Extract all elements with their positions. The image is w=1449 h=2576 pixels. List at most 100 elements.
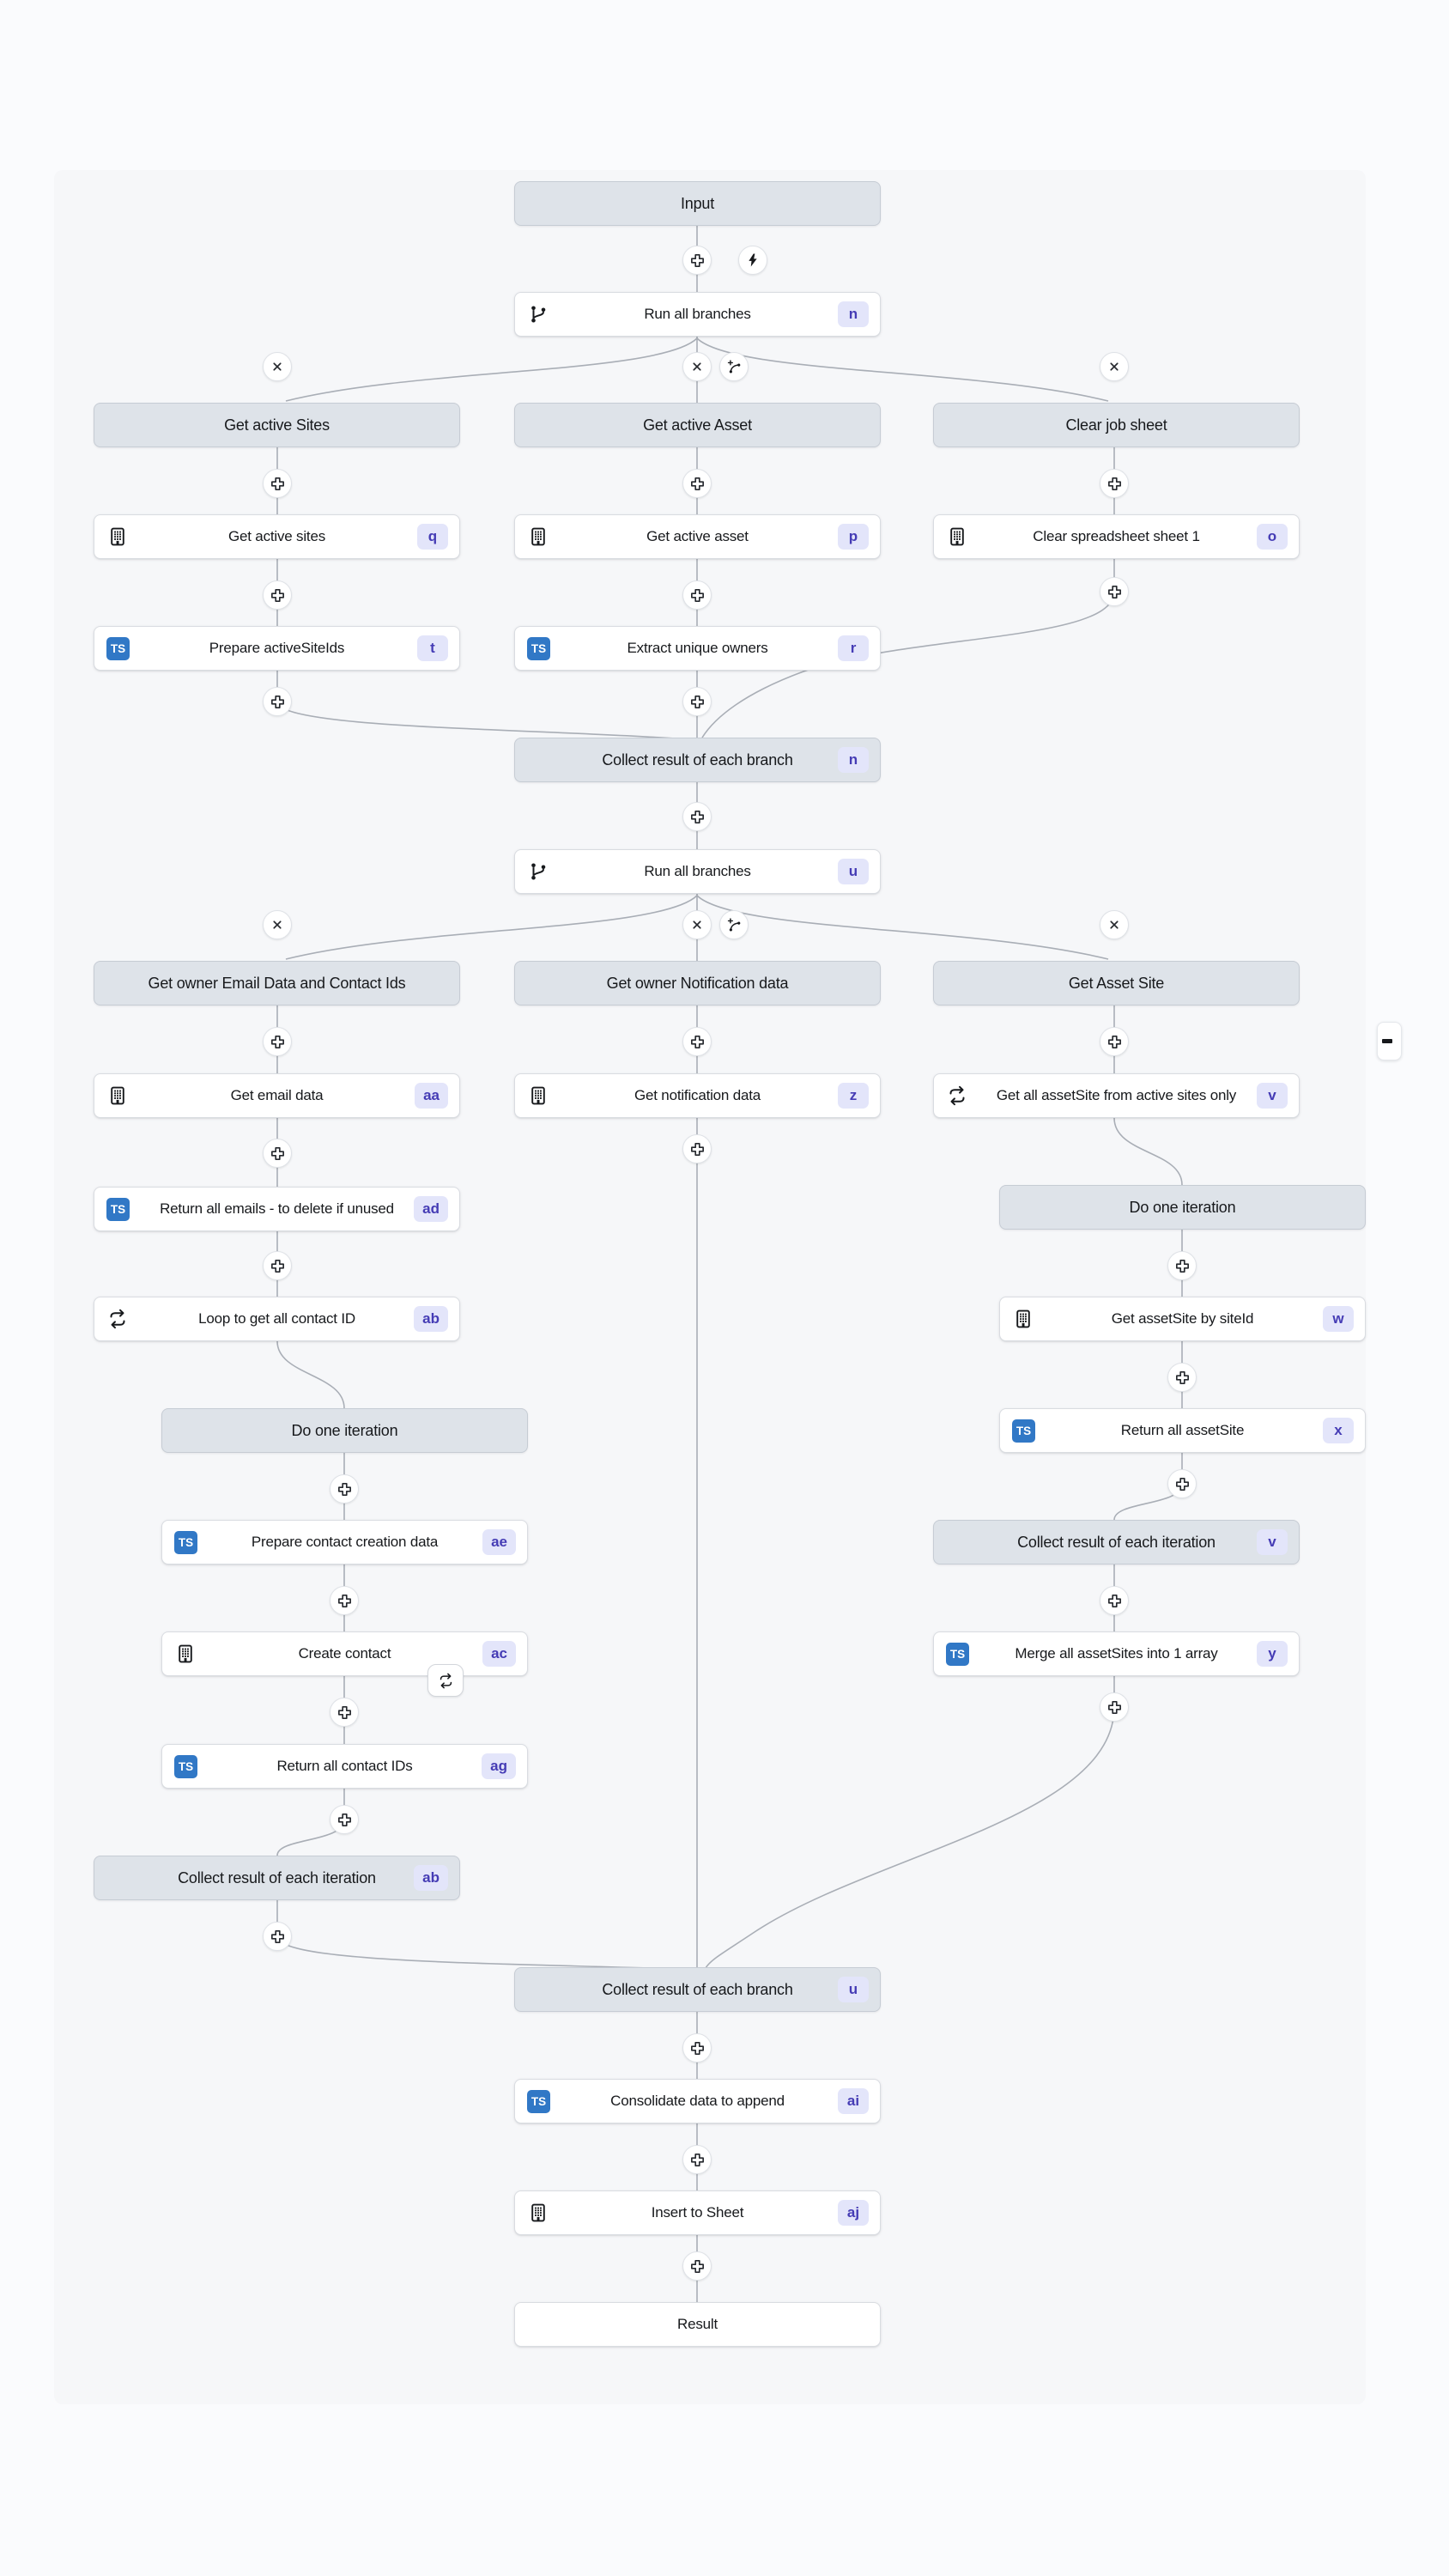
add-step-button[interactable] xyxy=(263,1922,292,1951)
delete-branch-button[interactable] xyxy=(682,352,712,381)
node-badge: o xyxy=(1257,524,1288,550)
node-run-all-branches-1[interactable]: Run all branches n xyxy=(514,292,881,337)
plus-icon xyxy=(337,1482,351,1496)
add-step-button[interactable] xyxy=(682,246,712,275)
node-create-contact[interactable]: Create contact ac xyxy=(161,1631,528,1676)
node-branch-clear-job-sheet[interactable]: Clear job sheet xyxy=(933,403,1300,447)
node-get-active-sites[interactable]: Get active sites q xyxy=(94,514,460,559)
add-step-button[interactable] xyxy=(1100,1586,1129,1615)
add-step-button[interactable] xyxy=(1100,1692,1129,1722)
add-step-button[interactable] xyxy=(330,1698,359,1727)
node-get-all-assetsite[interactable]: Get all assetSite from active sites only… xyxy=(933,1073,1300,1118)
node-badge: q xyxy=(417,524,448,550)
node-extract-unique-owners[interactable]: TS Extract unique owners r xyxy=(514,626,881,671)
node-prepare-activesiteids[interactable]: TS Prepare activeSiteIds t xyxy=(94,626,460,671)
node-input[interactable]: Input xyxy=(514,181,881,226)
node-branch-owner-notification[interactable]: Get owner Notification data xyxy=(514,961,881,1005)
edge xyxy=(696,895,1109,960)
plus-icon xyxy=(690,2259,704,2273)
node-branch-get-asset-site[interactable]: Get Asset Site xyxy=(933,961,1300,1005)
node-get-assetsite-by-siteid[interactable]: Get assetSite by siteId w xyxy=(999,1297,1366,1341)
node-collect-result-iteration-left[interactable]: Collect result of each iteration ab xyxy=(94,1856,460,1900)
node-consolidate-data[interactable]: TS Consolidate data to append ai xyxy=(514,2079,881,2123)
canvas-edge-handle[interactable] xyxy=(1377,1022,1402,1060)
node-return-all-emails[interactable]: TS Return all emails - to delete if unus… xyxy=(94,1187,460,1231)
node-get-active-asset[interactable]: Get active asset p xyxy=(514,514,881,559)
add-step-button[interactable] xyxy=(1167,1251,1197,1280)
building-icon xyxy=(106,1084,129,1107)
delete-branch-button[interactable] xyxy=(1100,910,1129,939)
node-label: Loop to get all contact ID xyxy=(198,1310,355,1327)
edge xyxy=(276,1340,345,1409)
add-step-button[interactable] xyxy=(330,1805,359,1834)
node-collect-result-branch-1[interactable]: Collect result of each branch n xyxy=(514,738,881,782)
node-clear-spreadsheet-sheet-1[interactable]: Clear spreadsheet sheet 1 o xyxy=(933,514,1300,559)
building-icon xyxy=(1012,1308,1034,1330)
add-step-button[interactable] xyxy=(330,1586,359,1615)
add-step-button[interactable] xyxy=(1100,469,1129,498)
node-return-all-assetsite[interactable]: TS Return all assetSite x xyxy=(999,1408,1366,1453)
node-label: Merge all assetSites into 1 array xyxy=(1015,1645,1218,1662)
add-step-button[interactable] xyxy=(682,2251,712,2281)
delete-branch-button[interactable] xyxy=(1100,352,1129,381)
add-step-button[interactable] xyxy=(682,2145,712,2174)
plus-icon xyxy=(1107,1035,1121,1048)
add-step-button[interactable] xyxy=(682,1134,712,1163)
node-do-one-iteration-left[interactable]: Do one iteration xyxy=(161,1408,528,1453)
node-branch-owner-email[interactable]: Get owner Email Data and Contact Ids xyxy=(94,961,460,1005)
node-do-one-iteration-right[interactable]: Do one iteration xyxy=(999,1185,1366,1230)
delete-branch-button[interactable] xyxy=(263,910,292,939)
add-step-button[interactable] xyxy=(682,580,712,610)
node-result[interactable]: Result xyxy=(514,2302,881,2347)
plus-icon xyxy=(337,1813,351,1826)
add-step-button[interactable] xyxy=(1167,1469,1197,1498)
add-step-button[interactable] xyxy=(682,1027,712,1056)
add-step-button[interactable] xyxy=(263,1251,292,1280)
node-branch-get-active-asset[interactable]: Get active Asset xyxy=(514,403,881,447)
node-label: Return all contact IDs xyxy=(276,1758,413,1774)
node-label: Prepare contact creation data xyxy=(251,1534,439,1550)
node-badge: y xyxy=(1257,1641,1288,1667)
add-step-button[interactable] xyxy=(682,687,712,716)
add-branch-button[interactable] xyxy=(719,352,749,381)
loop-icon xyxy=(440,1673,452,1688)
node-collect-result-iteration-right[interactable]: Collect result of each iteration v xyxy=(933,1520,1300,1564)
add-step-button[interactable] xyxy=(263,580,292,610)
add-step-button[interactable] xyxy=(682,469,712,498)
lightning-button[interactable] xyxy=(738,246,767,275)
node-return-all-contact-ids[interactable]: TS Return all contact IDs ag xyxy=(161,1744,528,1789)
node-loop-get-contact-id[interactable]: Loop to get all contact ID ab xyxy=(94,1297,460,1341)
delete-branch-button[interactable] xyxy=(682,910,712,939)
add-step-button[interactable] xyxy=(682,802,712,831)
add-step-button[interactable] xyxy=(263,1027,292,1056)
retry-loop-chip[interactable] xyxy=(427,1664,464,1697)
node-prepare-contact-creation-data[interactable]: TS Prepare contact creation data ae xyxy=(161,1520,528,1564)
delete-branch-button[interactable] xyxy=(263,352,292,381)
node-run-all-branches-2[interactable]: Run all branches u xyxy=(514,849,881,894)
add-step-button[interactable] xyxy=(1167,1363,1197,1392)
add-step-button[interactable] xyxy=(682,2033,712,2063)
building-icon xyxy=(106,526,129,548)
node-get-email-data[interactable]: Get email data aa xyxy=(94,1073,460,1118)
plus-icon xyxy=(337,1705,351,1719)
add-step-button[interactable] xyxy=(330,1474,359,1504)
add-branch-button[interactable] xyxy=(719,910,749,939)
plus-icon xyxy=(1175,1370,1189,1384)
node-insert-to-sheet[interactable]: Insert to Sheet aj xyxy=(514,2190,881,2235)
add-step-button[interactable] xyxy=(263,687,292,716)
node-get-notification-data[interactable]: Get notification data z xyxy=(514,1073,881,1118)
node-branch-get-active-sites[interactable]: Get active Sites xyxy=(94,403,460,447)
add-step-button[interactable] xyxy=(1100,577,1129,606)
add-step-button[interactable] xyxy=(263,1139,292,1168)
building-icon xyxy=(527,2202,549,2224)
node-label: Get assetSite by siteId xyxy=(1111,1310,1254,1327)
node-collect-result-branch-2[interactable]: Collect result of each branch u xyxy=(514,1967,881,2012)
add-step-button[interactable] xyxy=(1100,1027,1129,1056)
add-step-button[interactable] xyxy=(263,469,292,498)
x-icon xyxy=(693,920,701,929)
node-badge: n xyxy=(838,747,869,773)
node-merge-assetsites[interactable]: TS Merge all assetSites into 1 array y xyxy=(933,1631,1300,1676)
edge xyxy=(705,1706,1115,1969)
plus-icon xyxy=(1107,477,1121,490)
